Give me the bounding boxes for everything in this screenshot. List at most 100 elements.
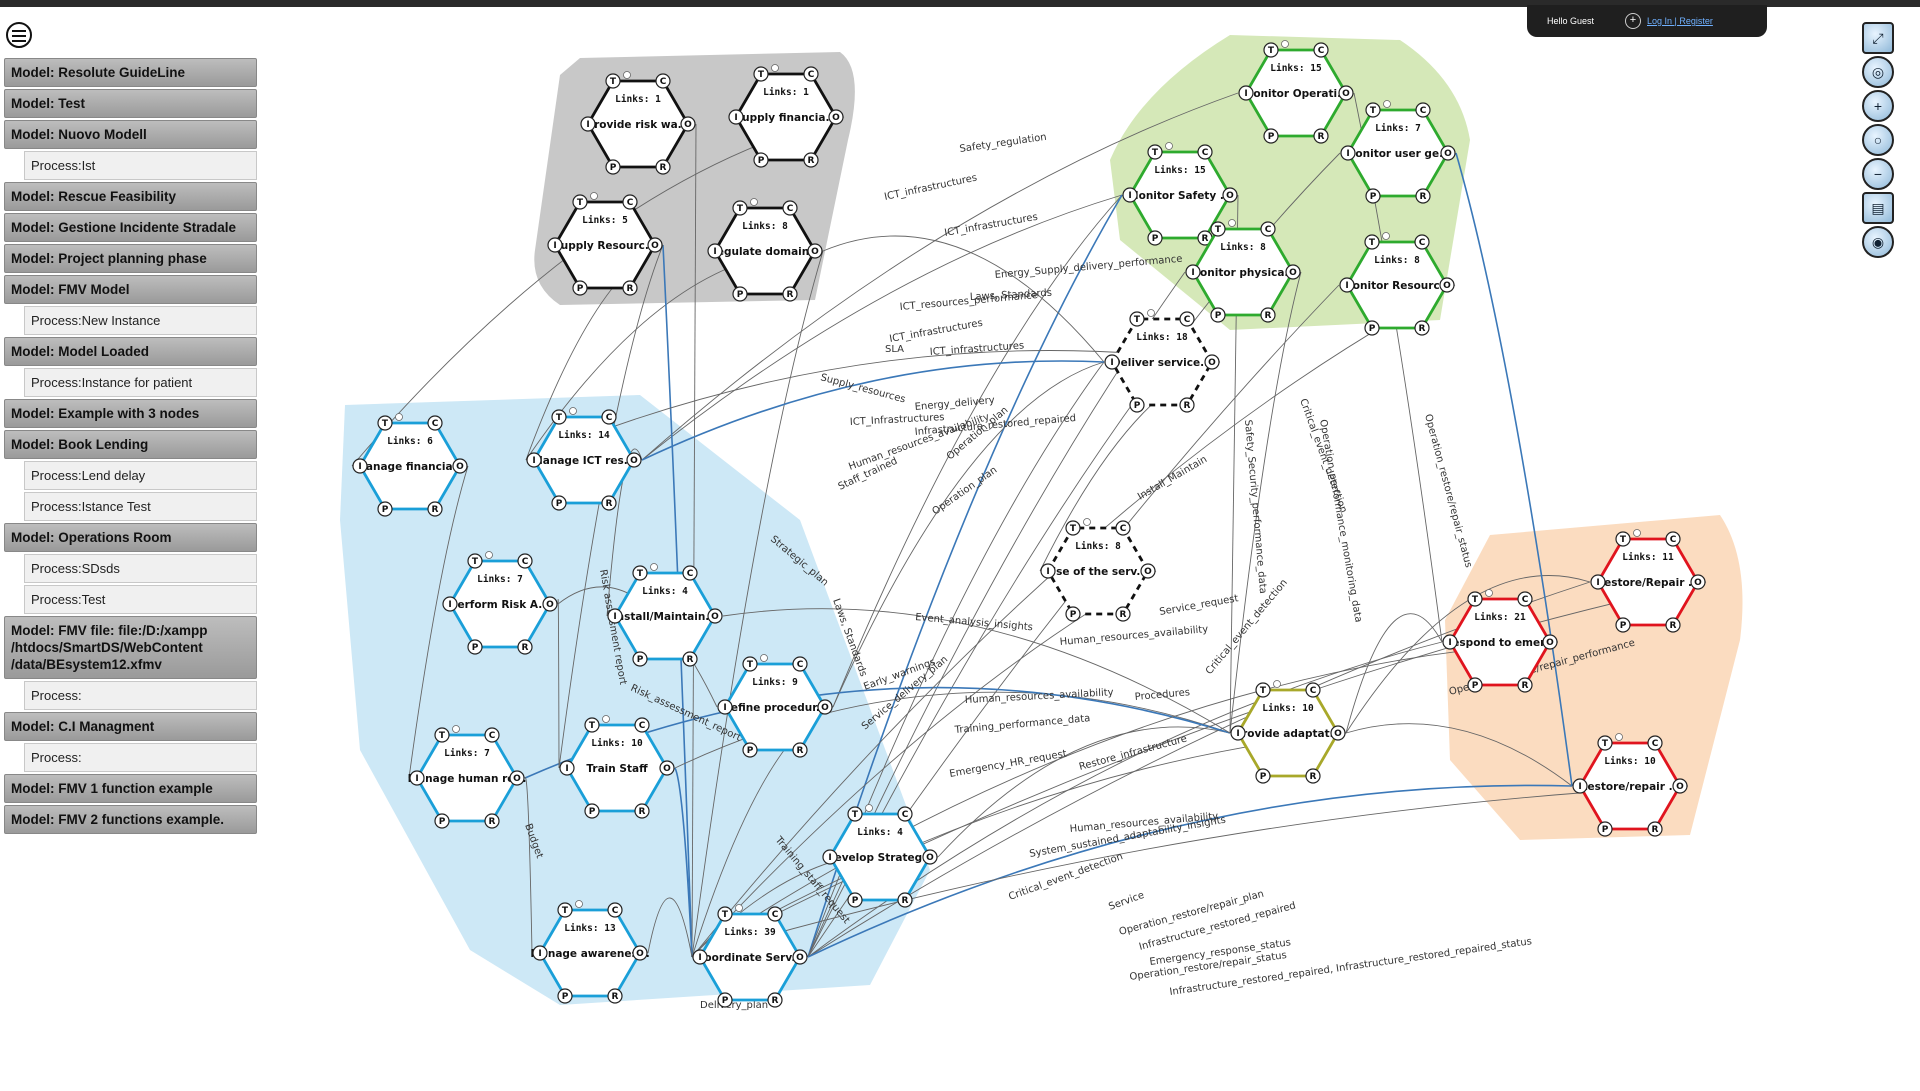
port-t-icon[interactable]: T [1065,520,1081,536]
port-o-icon[interactable]: O [1542,634,1558,650]
zoom-in-icon[interactable]: + [1862,90,1894,122]
port-p-icon[interactable]: P [742,742,758,758]
port-t-icon[interactable]: T [732,200,748,216]
port-o-icon[interactable]: O [1440,145,1456,161]
port-r-icon[interactable]: R [1305,768,1321,784]
port-t-icon[interactable]: T [1467,591,1483,607]
connection-edge[interactable] [807,784,1573,958]
port-r-icon[interactable]: R [1179,397,1195,413]
port-p-icon[interactable]: P [1365,188,1381,204]
port-t-icon[interactable]: T [742,656,758,672]
port-c-icon[interactable]: C [427,415,443,431]
process-item[interactable]: Process:Ist [24,151,257,180]
zoom-out-icon[interactable]: − [1862,158,1894,190]
port-c-icon[interactable]: C [1260,221,1276,237]
connection-edge[interactable] [822,235,1105,363]
info-icon[interactable] [750,198,758,206]
port-r-icon[interactable]: R [792,742,808,758]
model-item[interactable]: Model: Project planning phase [4,244,257,273]
port-o-icon[interactable]: O [626,452,642,468]
port-t-icon[interactable]: T [1597,735,1613,751]
port-o-icon[interactable]: O [828,109,844,125]
port-r-icon[interactable]: R [782,286,798,302]
port-c-icon[interactable]: C [897,806,913,822]
info-icon[interactable] [569,407,577,415]
process-item[interactable]: Process: [24,681,257,710]
connection-edge[interactable] [1455,152,1573,787]
port-i-icon[interactable]: I [1340,145,1356,161]
eye-icon[interactable]: ◉ [1862,226,1894,258]
port-c-icon[interactable]: C [1414,234,1430,250]
port-p-icon[interactable]: P [1147,230,1163,246]
port-o-icon[interactable]: O [1204,354,1220,370]
connection-edge[interactable] [691,641,1559,958]
process-item[interactable]: Process:Instance for patient [24,368,257,397]
login-link[interactable]: Log In | Register [1647,16,1713,26]
port-p-icon[interactable]: P [605,159,621,175]
port-c-icon[interactable]: C [484,727,500,743]
port-p-icon[interactable]: P [1255,768,1271,784]
port-t-icon[interactable]: T [1129,311,1145,327]
port-o-icon[interactable]: O [1439,277,1455,293]
port-i-icon[interactable]: I [1040,563,1056,579]
info-icon[interactable] [602,715,610,723]
port-i-icon[interactable]: I [409,770,425,786]
menu-icon[interactable] [6,22,32,48]
port-t-icon[interactable]: T [605,73,621,89]
connection-edge[interactable] [691,785,1689,958]
connection-edge[interactable] [832,361,1105,708]
info-icon[interactable] [575,900,583,908]
port-i-icon[interactable]: I [728,109,744,125]
add-icon[interactable]: + [1625,13,1641,29]
port-i-icon[interactable]: I [1230,725,1246,741]
port-r-icon[interactable]: R [1517,677,1533,693]
process-item[interactable]: Process:Test [24,585,257,614]
info-icon[interactable] [1383,100,1391,108]
target-icon[interactable]: ◎ [1862,56,1894,88]
port-t-icon[interactable]: T [434,727,450,743]
port-p-icon[interactable]: P [551,495,567,511]
port-t-icon[interactable]: T [1263,42,1279,58]
port-r-icon[interactable]: R [803,152,819,168]
connection-edge[interactable] [691,250,824,958]
port-o-icon[interactable]: O [1140,563,1156,579]
port-r-icon[interactable]: R [607,988,623,1004]
port-o-icon[interactable]: O [680,116,696,132]
port-t-icon[interactable]: T [1210,221,1226,237]
process-item[interactable]: Process:New Instance [24,306,257,335]
info-icon[interactable] [1147,309,1155,317]
process-item[interactable]: Process:SDsds [24,554,257,583]
port-t-icon[interactable]: T [717,906,733,922]
port-t-icon[interactable]: T [1364,234,1380,250]
connection-edge[interactable] [937,726,1231,858]
port-r-icon[interactable]: R [622,280,638,296]
connection-edge[interactable] [832,194,1123,708]
port-p-icon[interactable]: P [1263,128,1279,144]
port-o-icon[interactable]: O [452,458,468,474]
info-icon[interactable] [590,192,598,200]
model-item[interactable]: Model: Example with 3 nodes [4,399,257,428]
port-o-icon[interactable]: O [1672,778,1688,794]
port-p-icon[interactable]: P [632,651,648,667]
info-icon[interactable] [1615,733,1623,741]
port-t-icon[interactable]: T [551,409,567,425]
port-i-icon[interactable]: I [547,237,563,253]
connection-edge[interactable] [641,92,1239,461]
info-icon[interactable] [1382,232,1390,240]
port-t-icon[interactable]: T [1255,682,1271,698]
port-p-icon[interactable]: P [1467,677,1483,693]
process-item[interactable]: Process: [24,743,257,772]
port-c-icon[interactable]: C [1647,735,1663,751]
port-i-icon[interactable]: I [1590,574,1606,590]
port-i-icon[interactable]: I [1572,778,1588,794]
info-icon[interactable] [1633,529,1641,537]
port-i-icon[interactable]: I [559,760,575,776]
port-o-icon[interactable]: O [817,699,833,715]
